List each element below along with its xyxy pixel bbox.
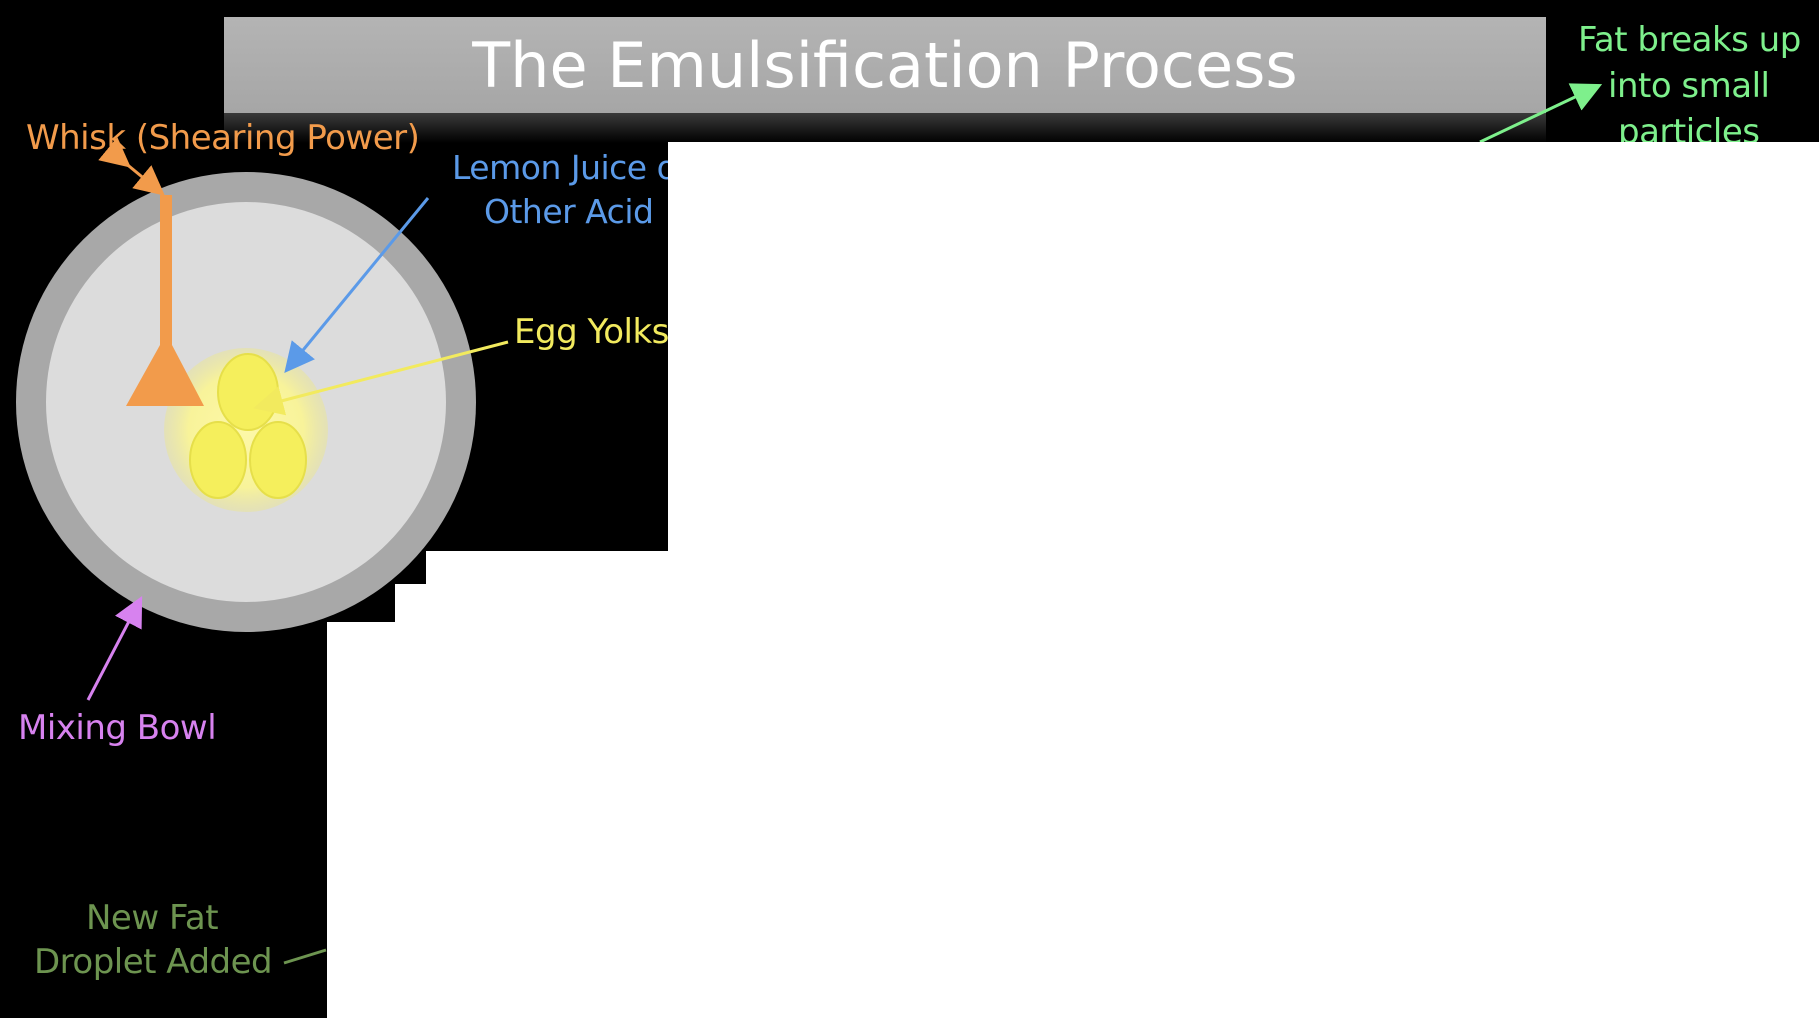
blank-region-step1 bbox=[426, 551, 668, 1018]
egg-yolk-arrow bbox=[253, 340, 509, 416]
blank-region-step2 bbox=[395, 584, 426, 1018]
lemon-juice-label-line2: Other Acid bbox=[484, 192, 654, 231]
blank-region-step3 bbox=[327, 622, 395, 1018]
blank-region-main bbox=[668, 142, 1819, 1018]
egg-yolk-top bbox=[217, 353, 279, 431]
egg-yolks-label: Egg Yolks bbox=[514, 312, 669, 352]
fat-breaks-label-line1: Fat breaks up bbox=[1578, 20, 1801, 60]
lemon-arrow bbox=[284, 197, 430, 373]
whisk-arrow bbox=[98, 137, 165, 196]
title-bar: The Emulsification Process bbox=[224, 17, 1546, 115]
whisk-label: Whisk (Shearing Power) bbox=[26, 118, 420, 158]
mixing-bowl-label: Mixing Bowl bbox=[18, 708, 217, 748]
lemon-juice-label-line1: Lemon Juice o bbox=[452, 148, 677, 187]
mixing-bowl-arrow bbox=[86, 596, 143, 701]
title-reflection bbox=[224, 113, 1546, 143]
new-fat-arrow bbox=[283, 948, 327, 965]
egg-yolk-left bbox=[189, 421, 247, 499]
whisk-icon bbox=[126, 195, 204, 406]
page-title: The Emulsification Process bbox=[472, 28, 1298, 102]
new-fat-label-line2: Droplet Added bbox=[34, 942, 273, 982]
fat-breaks-arrow bbox=[1479, 83, 1603, 144]
egg-yolk-right bbox=[249, 421, 307, 499]
fat-breaks-label-line2: into small bbox=[1608, 66, 1770, 106]
new-fat-label-line1: New Fat bbox=[86, 898, 219, 938]
